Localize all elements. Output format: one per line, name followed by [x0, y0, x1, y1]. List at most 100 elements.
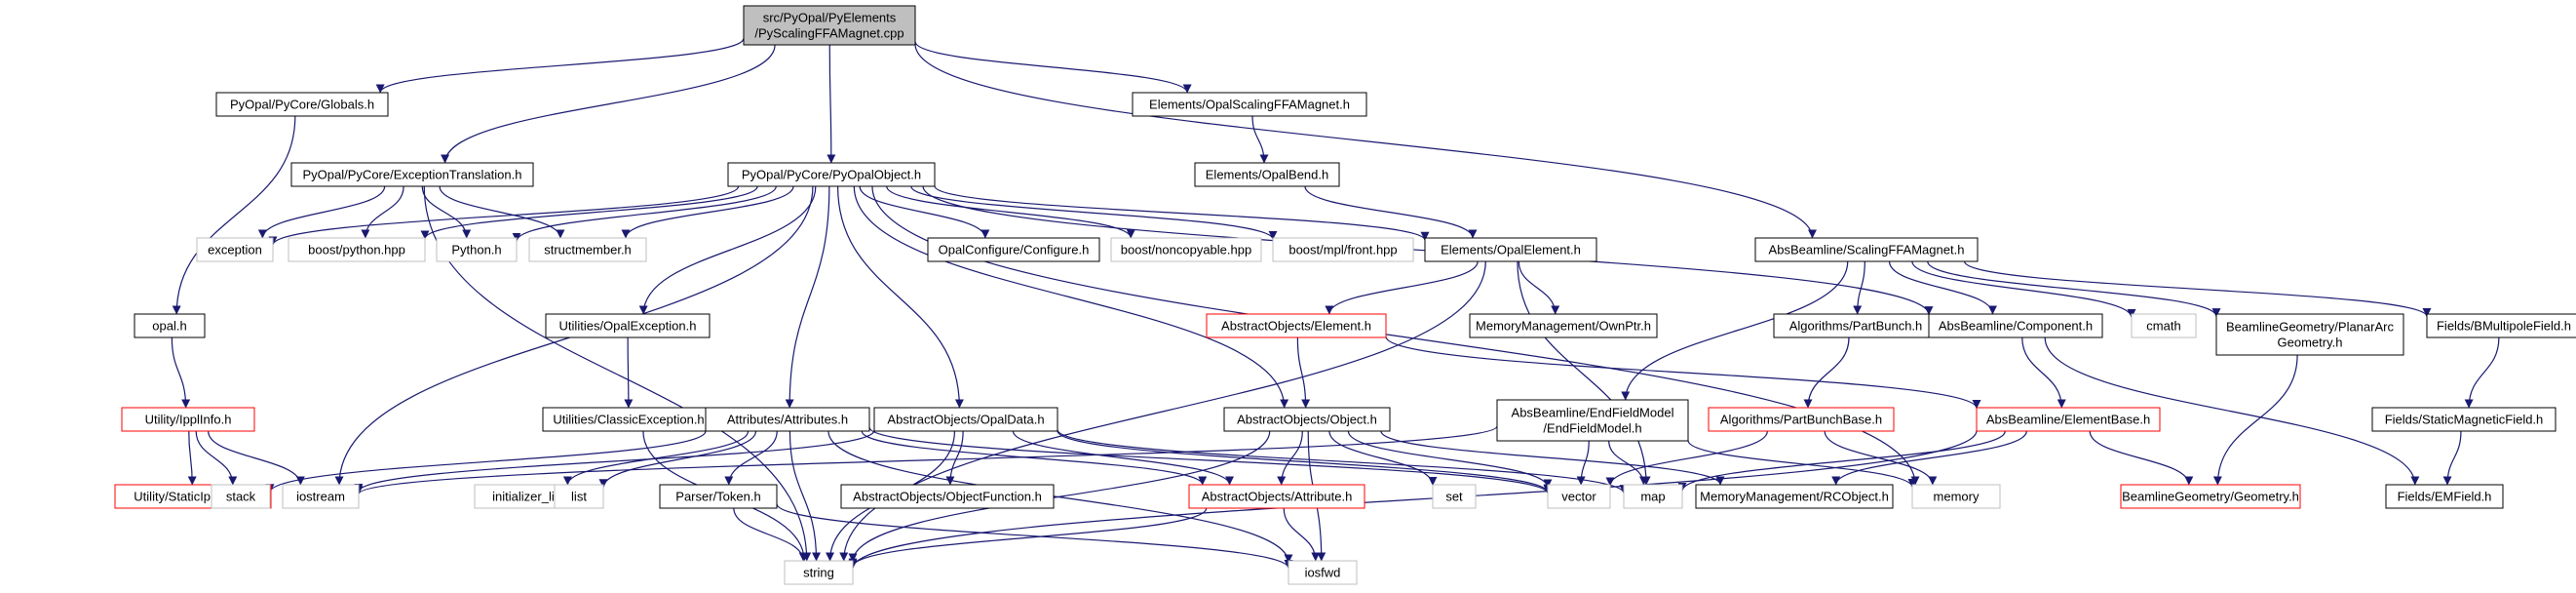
node-component[interactable]: AbsBeamline/Component.h: [1928, 313, 2103, 338]
node-label: Geometry.h: [2278, 336, 2343, 350]
node-pyopalobj[interactable]: PyOpal/PyCore/PyOpalObject.h: [727, 162, 936, 187]
edge-exctrans-to-structmember: [439, 185, 565, 239]
node-label: AbsBeamline/Component.h: [1939, 319, 2093, 334]
node-box: [542, 407, 715, 432]
node-token[interactable]: Parser/Token.h: [659, 484, 778, 509]
node-staticmag[interactable]: Fields/StaticMagneticField.h: [2371, 407, 2557, 432]
node-box: [1623, 484, 1683, 509]
edge-attribute-to-iosfwd: [1283, 507, 1321, 562]
node-label: BeamlineGeometry/PlanarArc: [2226, 320, 2394, 335]
node-mplfront[interactable]: boost/mpl/front.hpp: [1272, 237, 1414, 262]
node-label: structmember.h: [544, 243, 632, 257]
node-iosfwd[interactable]: iosfwd: [1288, 560, 1358, 585]
node-label: AbsBeamline/ElementBase.h: [1986, 413, 2150, 427]
node-label: AbsBeamline/EndFieldModel: [1512, 406, 1674, 420]
node-memory[interactable]: memory: [1911, 484, 2001, 509]
node-box: [1432, 484, 1477, 509]
node-attribute[interactable]: AbstractObjects/Attribute.h: [1188, 484, 1365, 509]
node-boostpython[interactable]: boost/python.hpp: [288, 237, 426, 262]
node-label: Utility/IpplInfo.h: [145, 413, 232, 427]
edge-absobject-to-string: [848, 430, 1271, 563]
node-classicexc[interactable]: Utilities/ClassicException.h: [542, 407, 715, 432]
node-label: set: [1445, 490, 1463, 504]
node-element[interactable]: AbstractObjects/Element.h: [1206, 313, 1387, 338]
edge-endfield-to-iostream: [354, 425, 1498, 495]
edge-pyopalobj-to-noncopyable: [886, 185, 1135, 239]
node-elementbase[interactable]: AbsBeamline/ElementBase.h: [1976, 407, 2161, 432]
node-set[interactable]: set: [1432, 484, 1477, 509]
node-box: [2371, 407, 2557, 432]
edge-pyopalobj-to-opalelement: [934, 185, 1430, 241]
node-box: [2131, 313, 2197, 338]
node-box: [927, 237, 1100, 262]
node-stack[interactable]: stack: [211, 484, 271, 509]
edge-absobject-to-vector: [1347, 430, 1553, 489]
node-label: MemoryManagement/RCObject.h: [1700, 490, 1889, 504]
node-partbunchbase[interactable]: Algorithms/PartBunchBase.h: [1708, 407, 1895, 432]
node-box: [1911, 484, 2001, 509]
node-geometry[interactable]: BeamlineGeometry/Geometry.h: [2120, 484, 2301, 509]
node-opalscaling[interactable]: Elements/OpalScalingFFAMagnet.h: [1132, 92, 1367, 117]
node-box: [436, 237, 518, 262]
node-noncopyable[interactable]: boost/noncopyable.hpp: [1110, 237, 1262, 262]
node-label: /PyScalingFFAMagnet.cpp: [754, 26, 904, 41]
node-string[interactable]: string: [784, 560, 854, 585]
node-box: [1288, 560, 1358, 585]
node-absobject[interactable]: AbstractObjects/Object.h: [1223, 407, 1391, 432]
edge-opaldata-to-vector: [1057, 430, 1553, 494]
node-emfield[interactable]: Fields/EMField.h: [2385, 484, 2504, 509]
node-label: string: [803, 566, 834, 580]
node-label: AbstractObjects/Element.h: [1221, 319, 1371, 334]
node-ipplinfo[interactable]: Utility/IpplInfo.h: [121, 407, 255, 432]
edge-globals-to-opalh: [172, 115, 296, 315]
edge-exctrans-to-exception: [257, 185, 386, 239]
node-opalexception[interactable]: Utilities/OpalException.h: [545, 313, 711, 338]
node-endfield[interactable]: AbsBeamline/EndFieldModel/EndFieldModel.…: [1496, 399, 1689, 442]
edge-elementbase-to-geometry: [2089, 430, 2194, 486]
node-opalelement[interactable]: Elements/OpalElement.h: [1424, 237, 1597, 262]
edge-pyopalobj-to-memory: [871, 185, 1920, 486]
edge-pyopalobj-to-absobject: [853, 185, 1289, 409]
node-root[interactable]: src/PyOpal/PyElements/PyScalingFFAMagnet…: [743, 5, 916, 46]
node-bmultipole[interactable]: Fields/BMultipoleField.h: [2426, 313, 2576, 338]
edge-opalelement-to-element: [1325, 260, 1479, 315]
node-pythonh[interactable]: Python.h: [436, 237, 518, 262]
edge-planararc-to-geometry: [2212, 354, 2298, 486]
node-box: [1976, 407, 2161, 432]
node-exception[interactable]: exception: [196, 237, 274, 262]
node-box: [2426, 313, 2576, 338]
node-label: vector: [1561, 490, 1596, 504]
edge-absobject-to-rcobject: [1380, 430, 1725, 486]
node-opalh[interactable]: opal.h: [134, 313, 206, 338]
node-list[interactable]: list: [554, 484, 604, 509]
node-label: Fields/EMField.h: [2398, 490, 2492, 504]
node-ownptr[interactable]: MemoryManagement/OwnPtr.h: [1469, 313, 1658, 338]
edge-root-to-absscaling: [914, 44, 1817, 239]
node-vector[interactable]: vector: [1547, 484, 1611, 509]
node-box: [1708, 407, 1895, 432]
node-exctrans[interactable]: PyOpal/PyCore/ExceptionTranslation.h: [290, 162, 534, 187]
node-absscaling[interactable]: AbsBeamline/ScalingFFAMagnet.h: [1754, 237, 1979, 262]
node-configure[interactable]: OpalConfigure/Configure.h: [927, 237, 1100, 262]
node-label: Utilities/OpalException.h: [559, 319, 697, 334]
node-label: initializer_list: [492, 490, 564, 504]
node-partbunch[interactable]: Algorithms/PartBunch.h: [1773, 313, 1939, 338]
node-globals[interactable]: PyOpal/PyCore/Globals.h: [215, 92, 389, 117]
node-opalbend[interactable]: Elements/OpalBend.h: [1194, 162, 1340, 187]
node-box: [1223, 407, 1391, 432]
edge-ipplinfo-to-iostream: [208, 430, 305, 486]
node-cmath[interactable]: cmath: [2131, 313, 2197, 338]
node-structmember[interactable]: structmember.h: [528, 237, 647, 262]
node-box: [1773, 313, 1939, 338]
node-box: [554, 484, 604, 509]
node-iostream[interactable]: iostream: [282, 484, 360, 509]
node-map[interactable]: map: [1623, 484, 1683, 509]
node-objfunction[interactable]: AbstractObjects/ObjectFunction.h: [840, 484, 1055, 509]
edge-opaldata-to-map: [1057, 429, 1629, 494]
node-box: [1547, 484, 1611, 509]
node-box: [1928, 313, 2103, 338]
node-opaldata[interactable]: AbstractObjects/OpalData.h: [873, 407, 1058, 432]
node-attributes[interactable]: Attributes/Attributes.h: [705, 407, 870, 432]
node-rcobject[interactable]: MemoryManagement/RCObject.h: [1695, 484, 1894, 509]
